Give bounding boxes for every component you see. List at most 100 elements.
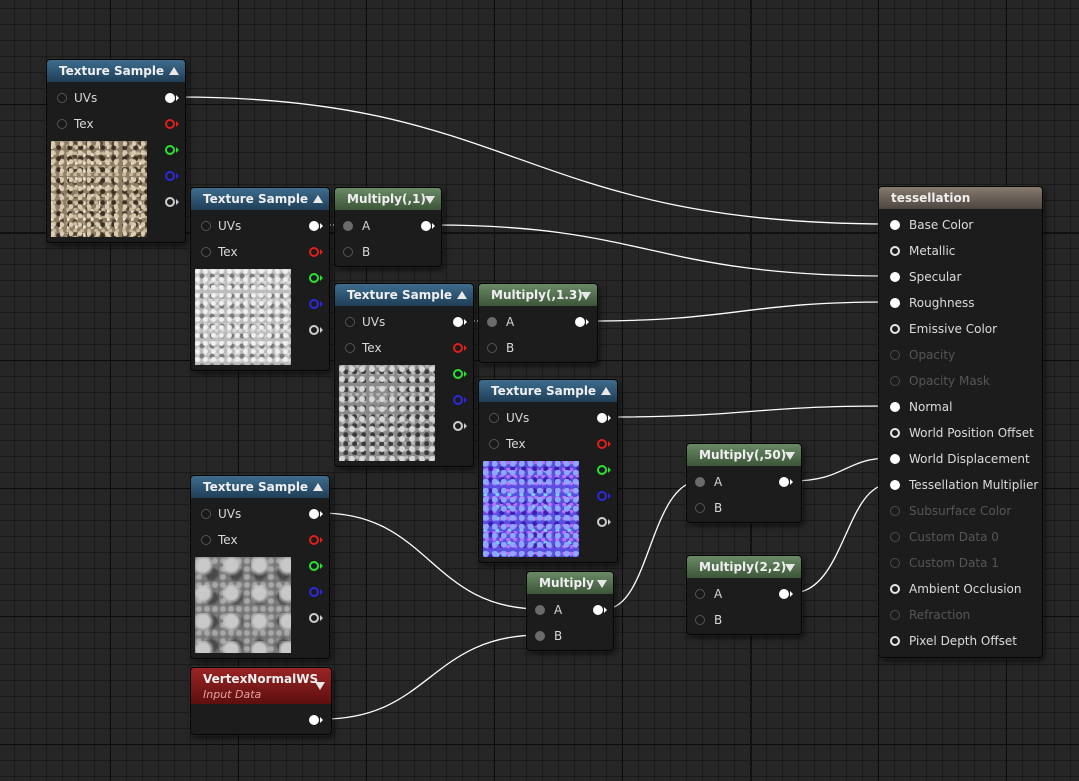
texture-sample-node-5[interactable]: Texture Sample UVs Tex (190, 475, 330, 659)
b-input-pin[interactable] (695, 615, 705, 625)
material-input-pin[interactable] (890, 506, 900, 516)
multiply-node[interactable]: Multiply A B (526, 571, 614, 651)
material-input-row[interactable]: Base Color (879, 215, 1042, 235)
material-input-pin[interactable] (890, 584, 900, 594)
node-header[interactable]: VertexNormalWS Input Data (191, 668, 331, 704)
material-input-row[interactable]: Roughness (879, 293, 1042, 313)
multiply-node-1[interactable]: Multiply(,1) A B (334, 187, 442, 267)
multiply-node-2-2[interactable]: Multiply(2,2) A B (686, 555, 802, 635)
multiply-output-pin[interactable] (593, 605, 603, 615)
b-input-pin[interactable] (695, 503, 705, 513)
b-output-pin[interactable] (309, 299, 319, 309)
multiply-output-pin[interactable] (779, 477, 789, 487)
material-input-row[interactable]: Metallic (879, 241, 1042, 261)
texture-sample-node-1[interactable]: Texture Sample UVs Tex (46, 59, 186, 243)
r-output-pin[interactable] (597, 439, 607, 449)
material-input-pin[interactable] (890, 610, 900, 620)
collapse-arrow-icon[interactable] (457, 291, 467, 299)
a-input-pin[interactable] (343, 221, 353, 231)
node-header[interactable]: Texture Sample (479, 380, 617, 402)
material-input-pin[interactable] (890, 376, 900, 386)
material-input-pin[interactable] (890, 480, 900, 490)
b-input-pin[interactable] (343, 247, 353, 257)
r-output-pin[interactable] (453, 343, 463, 353)
material-input-pin[interactable] (890, 454, 900, 464)
material-input-row[interactable]: Subsurface Color (879, 501, 1042, 521)
g-output-pin[interactable] (309, 561, 319, 571)
vertex-normal-ws-node[interactable]: VertexNormalWS Input Data (190, 667, 332, 735)
material-input-pin[interactable] (890, 220, 900, 230)
multiply-output-pin[interactable] (779, 589, 789, 599)
rgb-output-pin[interactable] (453, 317, 463, 327)
material-input-row[interactable]: Opacity (879, 345, 1042, 365)
b-output-pin[interactable] (309, 587, 319, 597)
material-input-row[interactable]: World Position Offset (879, 423, 1042, 443)
material-input-row[interactable]: Pixel Depth Offset (879, 631, 1042, 651)
a-output-pin[interactable] (309, 325, 319, 335)
material-input-row[interactable]: Ambient Occlusion (879, 579, 1042, 599)
expand-arrow-icon[interactable] (785, 564, 795, 572)
collapse-arrow-icon[interactable] (169, 67, 179, 75)
tex-input-pin[interactable] (57, 119, 67, 129)
node-header[interactable]: tessellation (879, 187, 1042, 209)
node-header[interactable]: Texture Sample (47, 60, 185, 82)
expand-arrow-icon[interactable] (581, 292, 591, 300)
tex-input-pin[interactable] (201, 535, 211, 545)
g-output-pin[interactable] (453, 369, 463, 379)
node-header[interactable]: Multiply (527, 572, 613, 594)
material-input-pin[interactable] (890, 350, 900, 360)
multiply-output-pin[interactable] (575, 317, 585, 327)
b-output-pin[interactable] (597, 491, 607, 501)
r-output-pin[interactable] (165, 119, 175, 129)
material-input-pin[interactable] (890, 636, 900, 646)
g-output-pin[interactable] (309, 273, 319, 283)
material-input-row[interactable]: Refraction (879, 605, 1042, 625)
rgb-output-pin[interactable] (309, 221, 319, 231)
expand-arrow-icon[interactable] (597, 580, 607, 588)
b-output-pin[interactable] (453, 395, 463, 405)
node-header[interactable]: Multiply(,1) (335, 188, 441, 210)
tex-input-pin[interactable] (345, 343, 355, 353)
material-input-row[interactable]: Opacity Mask (879, 371, 1042, 391)
a-input-pin[interactable] (695, 477, 705, 487)
g-output-pin[interactable] (165, 145, 175, 155)
multiply-output-pin[interactable] (421, 221, 431, 231)
material-input-pin[interactable] (890, 402, 900, 412)
material-input-pin[interactable] (890, 272, 900, 282)
a-output-pin[interactable] (165, 197, 175, 207)
a-input-pin[interactable] (487, 317, 497, 327)
rgb-output-pin[interactable] (597, 413, 607, 423)
node-header[interactable]: Texture Sample (191, 476, 329, 498)
node-header[interactable]: Multiply(,1.3) (479, 284, 597, 306)
material-input-pin[interactable] (890, 428, 900, 438)
rgb-output-pin[interactable] (165, 93, 175, 103)
material-input-row[interactable]: Custom Data 0 (879, 527, 1042, 547)
expand-arrow-icon[interactable] (425, 196, 435, 204)
material-input-row[interactable]: Specular (879, 267, 1042, 287)
material-input-row[interactable]: Tessellation Multiplier (879, 475, 1042, 495)
uvs-input-pin[interactable] (345, 317, 355, 327)
tex-input-pin[interactable] (201, 247, 211, 257)
r-output-pin[interactable] (309, 535, 319, 545)
multiply-node-1-3[interactable]: Multiply(,1.3) A B (478, 283, 598, 363)
node-header[interactable]: Multiply(2,2) (687, 556, 801, 578)
uvs-input-pin[interactable] (57, 93, 67, 103)
a-output-pin[interactable] (597, 517, 607, 527)
uvs-input-pin[interactable] (201, 509, 211, 519)
a-input-pin[interactable] (535, 605, 545, 615)
g-output-pin[interactable] (597, 465, 607, 475)
node-header[interactable]: Texture Sample (335, 284, 473, 306)
texture-sample-node-4[interactable]: Texture Sample UVs Tex (478, 379, 618, 563)
uvs-input-pin[interactable] (489, 413, 499, 423)
material-input-pin[interactable] (890, 532, 900, 542)
collapse-arrow-icon[interactable] (313, 483, 323, 491)
material-input-row[interactable]: World Displacement (879, 449, 1042, 469)
material-input-row[interactable]: Normal (879, 397, 1042, 417)
texture-sample-node-3[interactable]: Texture Sample UVs Tex (334, 283, 474, 467)
uvs-input-pin[interactable] (201, 221, 211, 231)
material-input-row[interactable]: Emissive Color (879, 319, 1042, 339)
a-output-pin[interactable] (309, 613, 319, 623)
material-input-pin[interactable] (890, 246, 900, 256)
texture-sample-node-2[interactable]: Texture Sample UVs Tex (190, 187, 330, 371)
b-input-pin[interactable] (535, 631, 545, 641)
